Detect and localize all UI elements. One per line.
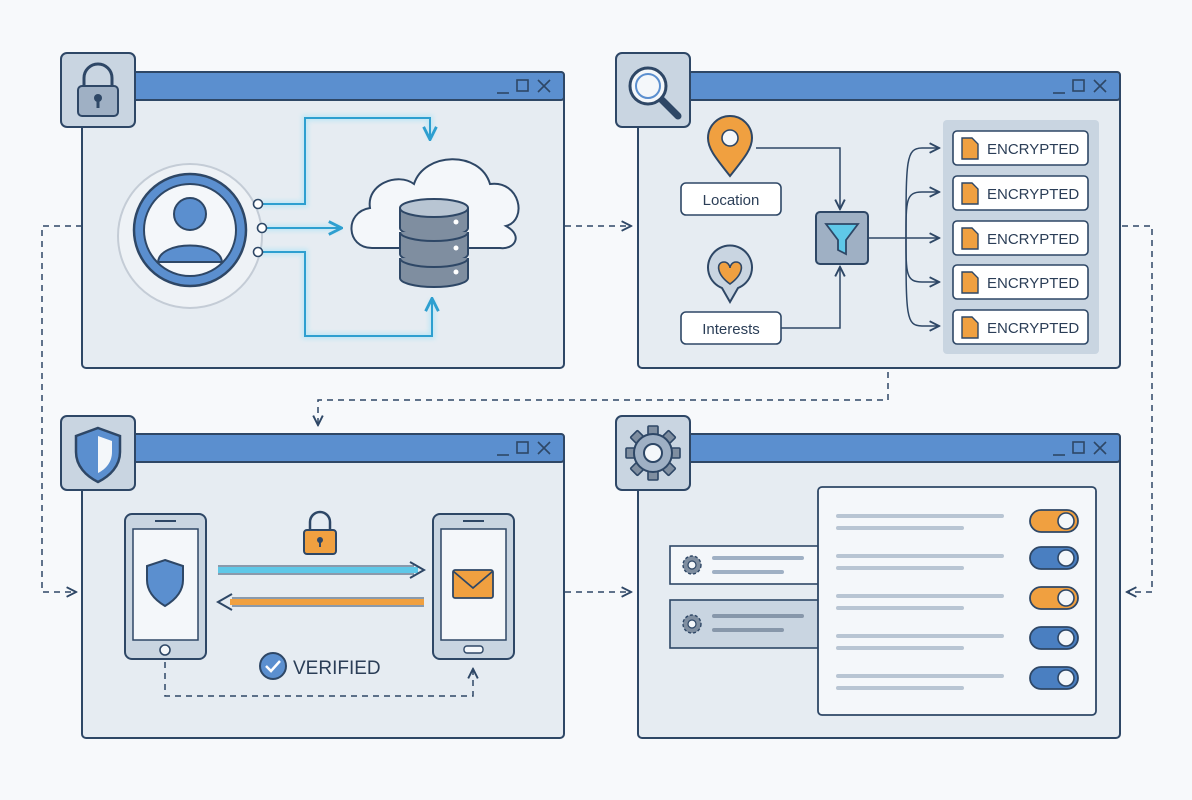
location-pin-icon	[706, 115, 754, 178]
envelope-icon	[452, 569, 494, 599]
location-tag	[680, 182, 782, 216]
settings-tab[interactable]	[669, 545, 821, 585]
toggle-switch[interactable]	[1029, 546, 1079, 570]
gear-icon	[625, 425, 681, 481]
receiver-phone	[432, 513, 515, 660]
sender-phone	[124, 513, 207, 660]
verification-loop	[164, 662, 473, 697]
close-button[interactable]	[537, 79, 551, 93]
svg-text:ENCRYPTED: ENCRYPTED	[987, 320, 1079, 337]
document-icon	[961, 316, 979, 339]
verified-status: VERIFIED	[259, 652, 381, 680]
panel-settings	[615, 415, 1121, 739]
svg-text:ENCRYPTED: ENCRYPTED	[987, 231, 1079, 248]
window-controls	[1053, 441, 1107, 456]
encrypted-item: ENCRYPTED	[952, 264, 1089, 300]
maximize-button[interactable]	[1072, 441, 1085, 454]
toggle-switch[interactable]	[1029, 509, 1079, 533]
gear-icon	[682, 614, 702, 634]
user-avatar-icon	[117, 163, 263, 309]
maximize-button[interactable]	[516, 441, 529, 454]
upload-flow-lines	[252, 115, 433, 339]
encrypted-item: ENCRYPTED	[952, 309, 1089, 345]
settings-card	[817, 486, 1097, 716]
maximize-button[interactable]	[1072, 79, 1085, 92]
location-label: Location	[703, 192, 760, 209]
document-icon	[961, 137, 979, 160]
document-icon	[961, 182, 979, 205]
document-icon	[961, 227, 979, 250]
window-controls	[1053, 79, 1107, 94]
maximize-button[interactable]	[516, 79, 529, 92]
settings-rows	[836, 514, 1004, 690]
magnifier-icon	[628, 66, 682, 120]
encrypted-item: ENCRYPTED	[952, 175, 1089, 211]
filter-output-lines	[868, 148, 938, 326]
close-button[interactable]	[537, 441, 551, 455]
funnel-icon	[815, 211, 869, 265]
panel-secure-transfer: VERIFIED	[60, 415, 565, 739]
svg-text:ENCRYPTED: ENCRYPTED	[987, 141, 1079, 158]
interests-label: Interests	[702, 321, 760, 338]
window-controls	[497, 79, 551, 94]
badge-magnifier	[615, 52, 691, 128]
toggle-group	[1029, 509, 1079, 690]
cloud-database-icon	[350, 158, 520, 288]
svg-text:ENCRYPTED: ENCRYPTED	[987, 186, 1079, 203]
panel-connectors	[41, 225, 1153, 592]
shield-icon	[74, 426, 122, 484]
gear-icon	[682, 555, 702, 575]
filter-input-lines	[756, 147, 840, 329]
connector-right-loop	[1122, 225, 1153, 592]
document-icon	[961, 271, 979, 294]
encrypted-item: ENCRYPTED	[952, 220, 1089, 256]
badge-gear	[615, 415, 691, 491]
upload-line-top	[258, 117, 430, 205]
toggle-switch[interactable]	[1029, 666, 1079, 690]
panel-cloud-upload	[60, 52, 565, 369]
interests-heart-icon	[707, 244, 753, 305]
close-button[interactable]	[1093, 79, 1107, 93]
svg-text:ENCRYPTED: ENCRYPTED	[987, 275, 1079, 292]
padlock-icon	[303, 510, 337, 555]
upload-line-bottom	[258, 251, 432, 337]
verified-label: VERIFIED	[293, 658, 381, 679]
connector-top-right-to-bottom-left	[318, 372, 889, 424]
transfer-arrows	[215, 561, 427, 611]
encrypted-item: ENCRYPTED	[952, 130, 1089, 166]
check-icon	[259, 652, 287, 680]
badge-shield	[60, 415, 136, 491]
toggle-switch[interactable]	[1029, 626, 1079, 650]
padlock-icon	[77, 62, 119, 117]
window-controls	[497, 441, 551, 456]
shield-icon	[146, 558, 184, 608]
badge-padlock	[60, 52, 136, 128]
panel-data-filter: Location Interests	[615, 52, 1121, 369]
connector-left-loop	[41, 225, 82, 592]
toggle-switch[interactable]	[1029, 586, 1079, 610]
close-button[interactable]	[1093, 441, 1107, 455]
settings-tab[interactable]	[669, 599, 821, 649]
